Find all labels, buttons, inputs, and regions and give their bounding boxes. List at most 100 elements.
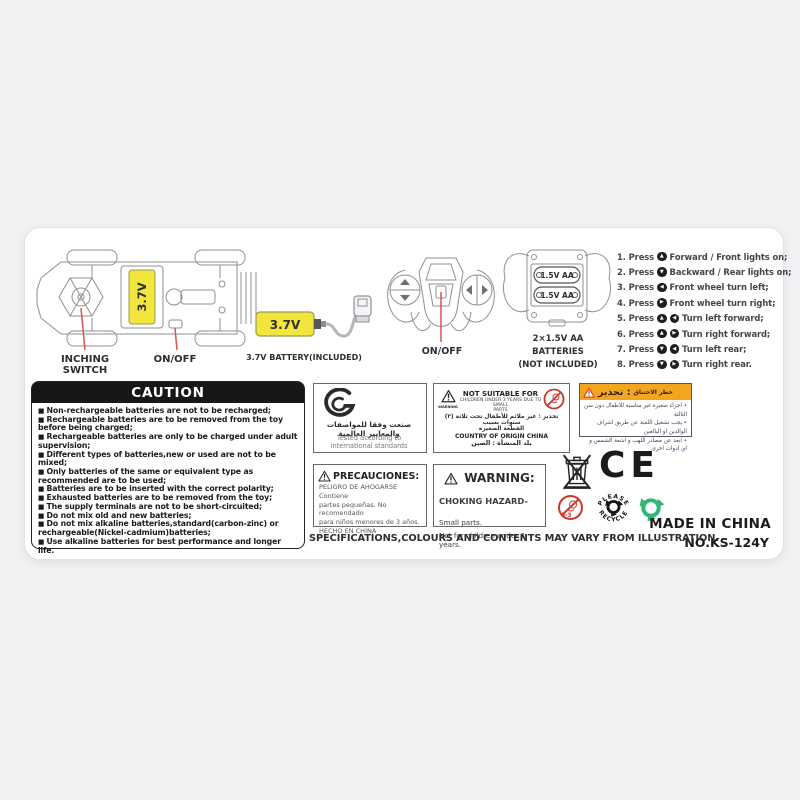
made-in-china-text: MADE IN CHINA — [649, 516, 771, 532]
aa-batteries-caption-line3: (NOT INCLUDED) — [518, 360, 598, 370]
warning-triangle-icon — [441, 389, 456, 403]
age-restriction-text: 0-3 — [561, 513, 571, 519]
square-bullet-icon: ■ — [38, 511, 47, 520]
square-bullet-icon: ■ — [38, 537, 47, 546]
instruction-number: 6. Press — [617, 328, 655, 339]
standards-box: صنعت وفقا للمواصفات والمعايير العالمية T… — [313, 383, 427, 453]
instruction-text: Front wheel turn right; — [669, 297, 776, 308]
standards-english-text: Tested according to international standa… — [330, 434, 408, 450]
precauciones-line1: PELIGRO DE AHOGARSE Contiene — [319, 483, 398, 500]
choking-hazard-rest: Small parts. — [439, 517, 483, 527]
model-number: NO.KS-124Y — [684, 535, 769, 550]
right-button-icon: ▶ — [657, 298, 667, 308]
weee-bin-icon — [562, 454, 592, 490]
not-suitable-box: WARNING NOT SUITABLE FOR CHILDREN UNDER … — [433, 383, 570, 453]
instruction-number: 4. Press — [617, 297, 655, 308]
instruction-item: 4. Press▶Front wheel turn right; — [617, 295, 799, 310]
caution-item: ■ Exhausted batteries are to be removed … — [38, 493, 273, 503]
instruction-number: 5. Press — [617, 313, 655, 324]
arabic-warning-bullet: • اجزاء صغيرة غير مناسبة للاطفال دون سن … — [584, 403, 687, 418]
not-suitable-title: NOT SUITABLE FOR — [462, 390, 539, 398]
instruction-item: 6. Press▲▶Turn right forward; — [617, 326, 799, 341]
caution-item: ■ Rechargeable batteries are to be remov… — [38, 414, 283, 433]
car-onoff-label: ON/OFF — [153, 354, 197, 365]
left-button-icon: ◀ — [669, 313, 680, 323]
usb-battery-caption: 3.7V BATTERY(INCLUDED) — [246, 353, 362, 362]
warning-caption: WARNING — [438, 405, 458, 409]
instruction-number: 8. Press — [617, 359, 655, 370]
instruction-item: 5. Press▲◀Turn left forward; — [617, 311, 799, 326]
square-bullet-icon: ■ — [38, 415, 47, 424]
no-choking-icon — [543, 388, 565, 410]
caution-item: ■ Use alkaline batteries for best perfor… — [38, 536, 281, 555]
warning-line2: Not for children under 3 years. — [439, 530, 526, 549]
not-suitable-arabic1: تحذير : غير ملائم للأطفال تحت ثلاثة (٣) … — [444, 414, 559, 426]
instruction-item: 3. Press◀Front wheel turn left; — [617, 280, 799, 295]
caution-item: ■ Do not mix alkaline batteries,standard… — [38, 519, 279, 538]
quality-mark-icon — [324, 388, 356, 417]
remote-battery-compartment-diagram: 1.5V AA 1.5V AA — [503, 249, 611, 327]
precauciones-box: PRECAUCIONES: PELIGRO DE AHOGARSE Contie… — [313, 464, 427, 535]
standards-arabic-text: صنعت وفقا للمواصفات والمعايير العالمية — [326, 420, 412, 438]
up-button-icon: ▲ — [657, 328, 667, 339]
choking-warning-box: WARNING: CHOKING HAZARD- Small parts. Not… — [433, 464, 546, 549]
aa-battery-1-label: 1.5V AA — [540, 271, 574, 280]
remote-onoff-label: ON/OFF — [421, 346, 463, 357]
arabic-warning-bullet: • ابعد عن مصادر اللهب و اشعة الشمس و اي … — [589, 437, 687, 453]
square-bullet-icon: ■ — [38, 407, 47, 415]
caution-item: ■ Only batteries of the same or equivale… — [38, 467, 254, 485]
choking-hazard-strong: CHOKING HAZARD- — [439, 496, 528, 506]
country-of-origin: COUNTRY OF ORIGIN CHINA — [454, 433, 549, 440]
instruction-text: Turn left rear; — [682, 344, 747, 355]
down-button-icon: ▼ — [657, 267, 667, 277]
product-label-card: 3.7V INCHING SWITCH ON/OFF 3.7V 3.7V BAT… — [24, 227, 792, 560]
instruction-text: Turn right rear. — [682, 359, 752, 370]
square-bullet-icon: ■ — [38, 485, 47, 494]
instruction-number: 3. Press — [617, 282, 655, 293]
precauciones-line3: para niños menores de 3 años. — [319, 518, 420, 527]
caution-item: ■ Rechargeable batteries are only to be … — [38, 432, 298, 450]
instruction-item: 8. Press▼▶Turn right rear. — [617, 357, 799, 372]
down-button-icon: ▼ — [657, 359, 667, 370]
caution-title: CAUTION — [131, 384, 205, 401]
not-suitable-arabic2: القطعة الصغيرة — [478, 426, 525, 432]
instruction-item: 7. Press▼◀Turn left rear; — [617, 341, 799, 356]
caution-item: ■ Batteries are to be inserted with the … — [38, 484, 274, 494]
left-button-icon: ◀ — [669, 344, 680, 354]
ce-mark: CE — [599, 445, 661, 486]
instruction-text: Turn right forward; — [682, 328, 771, 339]
aa-batteries-caption-line2: BATTERIES — [532, 347, 584, 357]
warning-triangle-icon — [318, 470, 331, 482]
square-bullet-icon: ■ — [38, 520, 47, 529]
usb-battery-voltage: 3.7V — [270, 318, 301, 332]
inching-switch-label: INCHING SWITCH — [60, 354, 110, 376]
arabic-warning-header: تحذير : خطر الاختناق — [580, 384, 691, 400]
instruction-text: Front wheel turn left; — [669, 282, 769, 293]
instruction-number: 1. Press — [617, 251, 655, 262]
instruction-list: 1. Press▲Forward / Front lights on;2. Pr… — [617, 249, 799, 372]
car-underside-diagram: 3.7V — [36, 249, 257, 351]
usb-battery-diagram: 3.7V — [255, 295, 372, 338]
arabic-warning-bullet: • يجب تشغيل اللعبة عن طريق اشراف الوالدي… — [596, 420, 687, 435]
caution-item: ■ Do not mix old and new batteries; — [38, 510, 192, 520]
specifications-disclaimer: SPECIFICATIONS,COLOURS AND CONTENTS MAY … — [309, 533, 719, 544]
instruction-item: 2. Press▼Backward / Rear lights on; — [617, 264, 799, 279]
aa-batteries-caption-line1: 2×1.5V AA — [532, 334, 584, 344]
caution-item: ■ The supply terminals are not to be sho… — [38, 501, 262, 511]
instruction-item: 1. Press▲Forward / Front lights on; — [617, 249, 799, 264]
arabic-warning-subtitle: خطر الاختناق — [633, 388, 673, 396]
left-button-icon: ◀ — [657, 282, 667, 293]
right-button-icon: ▶ — [669, 359, 680, 370]
warning-triangle-icon — [444, 472, 458, 485]
warning-title: WARNING: — [464, 471, 535, 485]
caution-box: CAUTION ■ Non-rechargeable batteries are… — [31, 381, 305, 554]
square-bullet-icon: ■ — [38, 450, 47, 459]
square-bullet-icon: ■ — [38, 468, 47, 477]
caution-list: ■ Non-rechargeable batteries are not to … — [32, 403, 304, 555]
caution-item: ■ Different types of batteries,new or us… — [38, 449, 276, 468]
square-bullet-icon: ■ — [38, 502, 47, 511]
arabic-warning-bullets: • اجزاء صغيرة غير مناسبة للاطفال دون سن … — [580, 400, 691, 456]
up-button-icon: ▲ — [657, 313, 667, 323]
precauciones-line2: partes pequeñas. No recomendado — [319, 500, 387, 518]
up-button-icon: ▲ — [657, 251, 667, 262]
